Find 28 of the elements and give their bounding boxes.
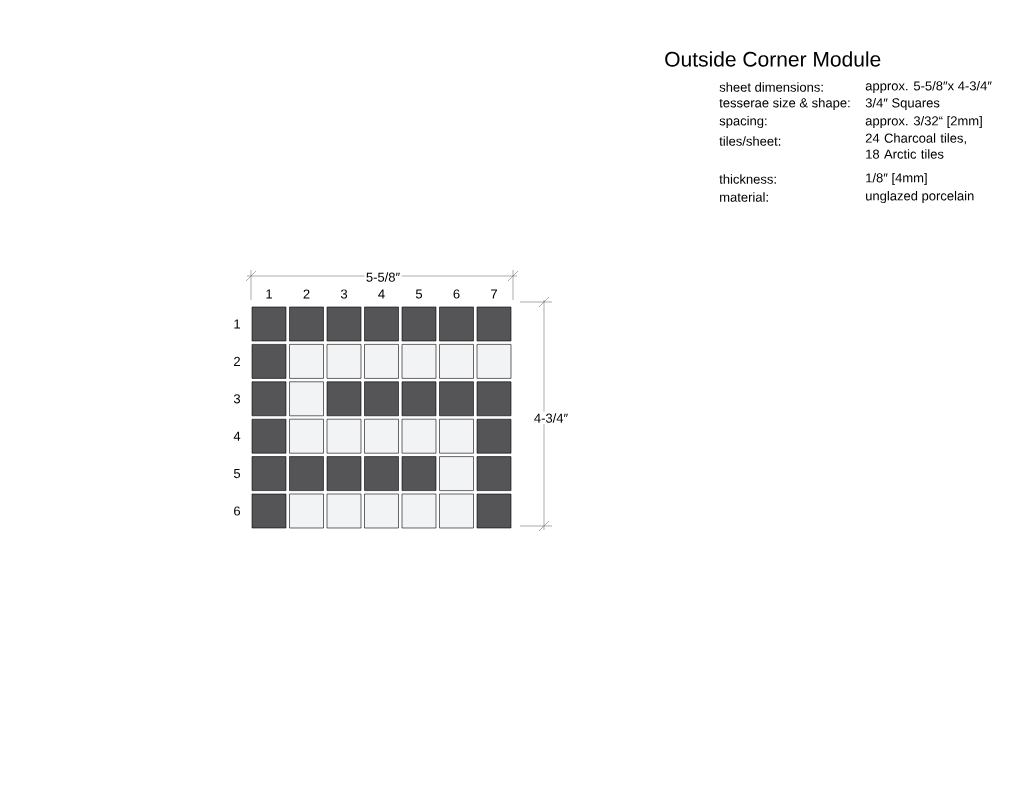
column-number: 1 — [266, 289, 272, 299]
spec-label: tiles/sheet: — [719, 136, 781, 146]
spec-value: 24 Charcoal tiles, 18 Arctic tiles — [865, 133, 966, 159]
row-number: 1 — [234, 319, 240, 329]
dimension-label: 5-5/8″ — [364, 270, 402, 284]
row-number: 6 — [234, 506, 241, 516]
row-number: 3 — [233, 394, 241, 404]
spec-value: 1/8″ [4mm] — [866, 172, 927, 186]
spec-label: spacing: — [719, 115, 767, 129]
title: Outside Corner Module — [665, 51, 881, 67]
column-number: 3 — [340, 289, 348, 299]
spec-label: thickness: — [719, 174, 776, 184]
column-number: 5 — [415, 289, 423, 299]
spec-value: unglazed porcelain — [866, 190, 974, 204]
spec-value: 3/4″ Squares — [865, 97, 940, 111]
row-number: 2 — [234, 356, 240, 366]
column-number: 4 — [378, 289, 385, 299]
row-number: 5 — [233, 469, 241, 479]
spec-label: material: — [720, 192, 768, 202]
dimension-label: 4-3/4″ — [532, 411, 570, 425]
spec-label: tesserae size & shape: — [719, 97, 850, 111]
column-number: 2 — [303, 289, 310, 299]
spec-label: sheet dimensions: — [719, 82, 823, 92]
column-number: 6 — [453, 289, 460, 299]
spec-value: approx. 3/32“ [2mm] — [865, 115, 982, 129]
spec-value: approx. 5-5/8″x 4-3/4″ — [865, 80, 992, 94]
row-number: 4 — [233, 431, 241, 441]
column-number: 7 — [491, 289, 497, 299]
